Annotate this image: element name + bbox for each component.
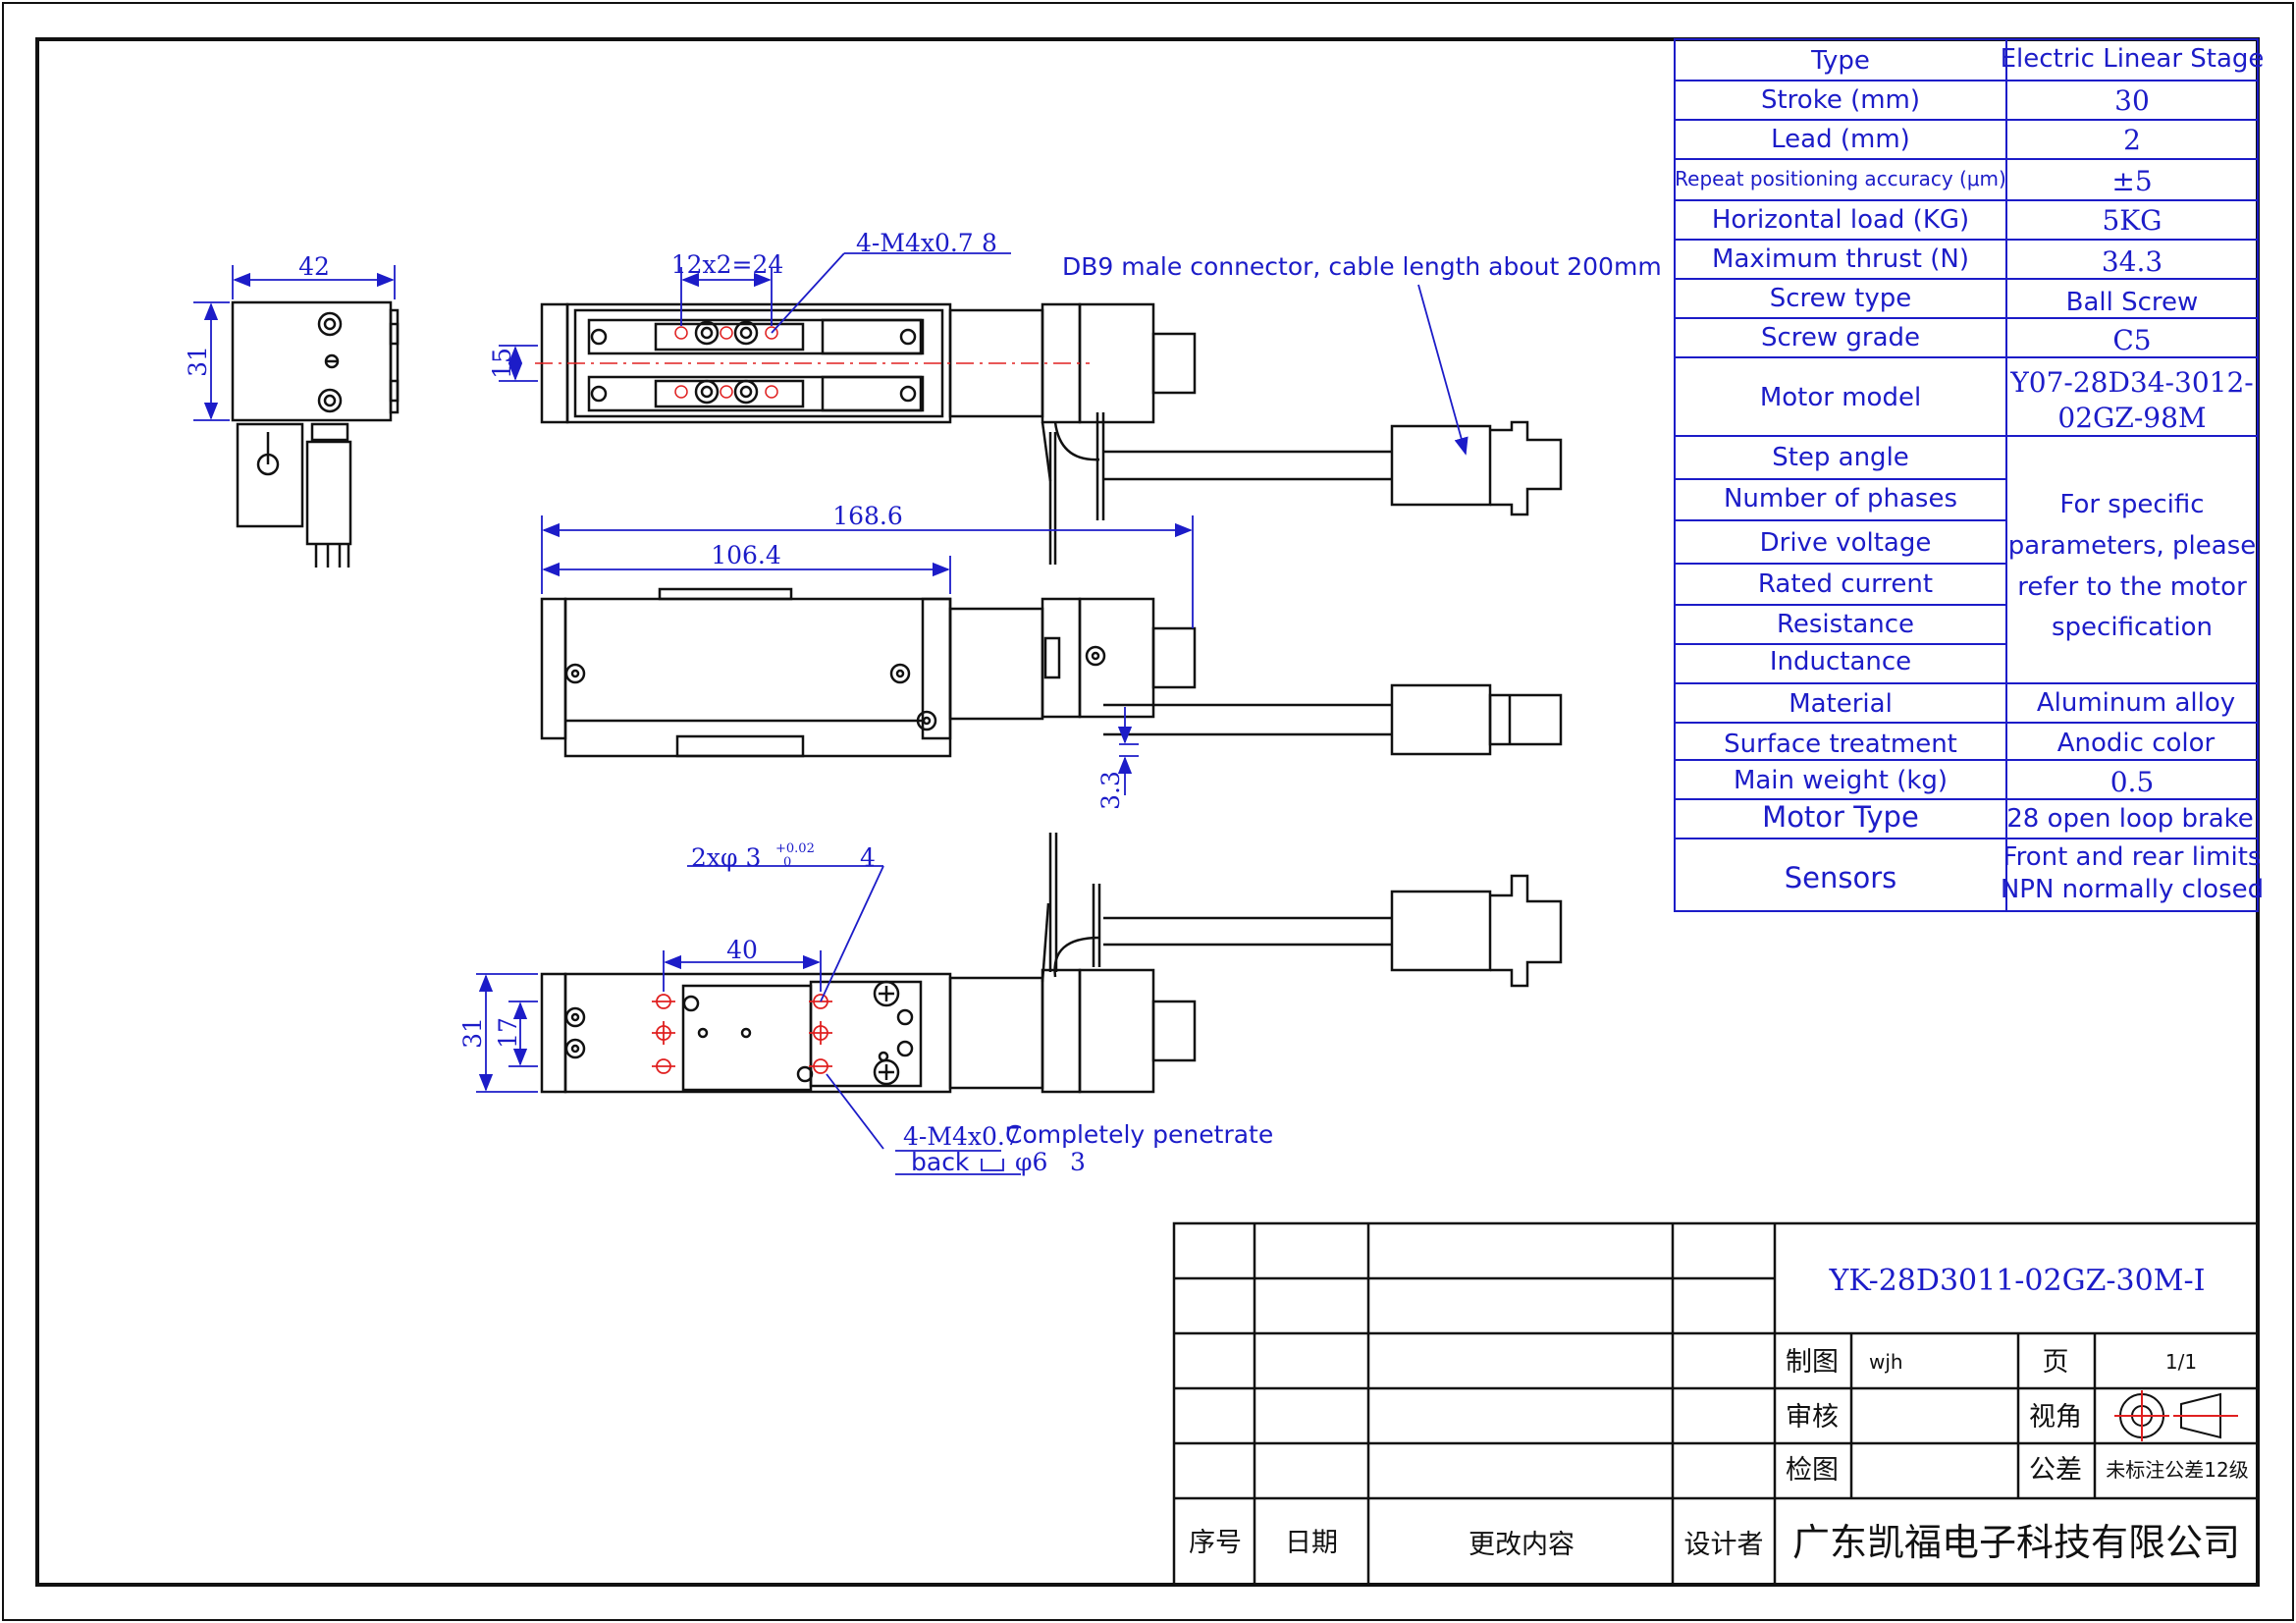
check-label: 检图 <box>1786 1455 1839 1486</box>
spec-label-inductance: Inductance <box>1770 647 1911 676</box>
bottom-view-dims <box>476 865 1021 1175</box>
spec-value-sensors-2: NPN normally closed <box>2001 875 2264 904</box>
title-block <box>1172 1221 2260 1587</box>
dim-top-slot: 12x2=24 <box>671 250 784 279</box>
drawing-number: YK-28D3011-02GZ-30M-I <box>1829 1264 2206 1298</box>
spec-value-weight: 0.5 <box>2110 766 2155 798</box>
dim-pin-tol-lower: 0 <box>783 855 791 870</box>
spec-value-sensors-1: Front and rear limits <box>2003 842 2262 872</box>
dim-pin-hole: 2xφ 3 <box>691 843 761 872</box>
spec-label-motor-type: Motor Type <box>1762 800 1919 834</box>
dim-hole-spacing: 40 <box>726 936 758 964</box>
spec-motor-note-3: refer to the motor <box>2017 572 2247 602</box>
end-view <box>231 300 400 568</box>
spec-table <box>1674 38 2259 912</box>
bottom-view <box>540 833 1563 1094</box>
designer-label: 设计者 <box>1684 1530 1764 1560</box>
spec-label-thrust: Maximum thrust (N) <box>1712 244 1969 274</box>
spec-label-lead: Lead (mm) <box>1771 125 1910 154</box>
dim-bottom-inner: 17 <box>494 1017 522 1049</box>
page-value: 1/1 <box>2165 1350 2197 1374</box>
top-view-dims <box>499 252 1468 456</box>
spec-label-step-angle: Step angle <box>1772 443 1909 472</box>
dim-bottom-thread-note: Completely penetrate <box>1005 1120 1273 1149</box>
spec-value-thrust: 34.3 <box>2102 245 2163 278</box>
spec-motor-note-4: specification <box>2052 613 2213 642</box>
tolerance-value: 未标注公差12级 <box>2106 1458 2248 1482</box>
dim-top-thread-depth: 8 <box>982 229 997 257</box>
spec-label-accuracy: Repeat positioning accuracy (μm) <box>1675 167 2006 190</box>
dim-bottom-back-depth: 3 <box>1070 1148 1086 1176</box>
drawn-by-value: wjh <box>1869 1350 1903 1374</box>
spec-label-current: Rated current <box>1758 569 1933 599</box>
top-view <box>540 302 1563 565</box>
view-label: 视角 <box>2029 1402 2082 1433</box>
front-view-dims <box>541 515 1194 795</box>
spec-label-motor-model: Motor model <box>1760 383 1921 412</box>
dim-side-width: 42 <box>298 252 330 281</box>
dim-top-height: 15 <box>488 348 516 379</box>
spec-label-stroke: Stroke (mm) <box>1761 85 1920 115</box>
top-view-red-holes <box>674 326 778 399</box>
spec-value-motor-type: 28 open loop brake <box>2006 804 2254 834</box>
dim-bottom-back-note: φ6 <box>1015 1148 1047 1176</box>
dim-top-thread: 4-M4x0.7 <box>856 229 974 257</box>
review-label: 审核 <box>1786 1402 1839 1433</box>
spec-value-lead: 2 <box>2123 124 2141 156</box>
drawn-by-label: 制图 <box>1786 1347 1839 1378</box>
dim-offset: 3.3 <box>1096 771 1125 810</box>
spec-label-surface: Surface treatment <box>1724 730 1957 759</box>
dim-body-length: 106.4 <box>711 541 781 569</box>
spec-label-resistance: Resistance <box>1777 610 1914 639</box>
spec-label-type: Type <box>1810 46 1870 76</box>
spec-value-surface: Anodic color <box>2057 729 2216 758</box>
spec-label-screw-type: Screw type <box>1770 284 1912 313</box>
company-name: 广东凯福电子科技有限公司 <box>1792 1521 2240 1564</box>
spec-label-load: Horizontal load (KG) <box>1712 205 1969 235</box>
dim-bottom-back-label: back <box>911 1148 970 1176</box>
col-date-label: 日期 <box>1285 1528 1338 1558</box>
spec-value-accuracy: ±5 <box>2111 165 2152 197</box>
tolerance-label: 公差 <box>2029 1455 2082 1486</box>
spec-label-sensors: Sensors <box>1785 861 1897 894</box>
spec-value-load: 5KG <box>2102 204 2162 237</box>
spec-label-phases: Number of phases <box>1724 484 1957 514</box>
spec-value-screw-type: Ball Screw <box>2066 288 2199 317</box>
spec-motor-note-2: parameters, please <box>2008 531 2257 561</box>
dim-side-height: 31 <box>184 346 212 377</box>
spec-label-screw-grade: Screw grade <box>1761 323 1920 352</box>
spec-value-type: Electric Linear Stage <box>2001 44 2265 74</box>
spec-table-text: Type Electric Linear Stage Stroke (mm) 3… <box>1675 44 2264 904</box>
spec-label-voltage: Drive voltage <box>1760 528 1932 558</box>
front-view <box>540 587 1563 758</box>
spec-label-weight: Main weight (kg) <box>1734 766 1948 795</box>
dim-bottom-thread: 4-M4x0.7 <box>903 1122 1021 1151</box>
spec-value-motor-model-2: 02GZ-98M <box>2057 402 2206 434</box>
spec-value-screw-grade: C5 <box>2112 324 2151 356</box>
dim-bottom-width: 31 <box>458 1017 487 1049</box>
projection-symbol-icon <box>2114 1390 2238 1441</box>
dim-pin-depth: 4 <box>860 843 876 872</box>
spec-value-material: Aluminum alloy <box>2037 688 2235 718</box>
spec-motor-note-1: For specific <box>2059 490 2204 519</box>
connector-note: DB9 male connector, cable length about 2… <box>1062 252 1662 281</box>
col-seq-label: 序号 <box>1189 1528 1242 1558</box>
dim-total-length: 168.6 <box>832 502 903 530</box>
spec-value-motor-model-1: Y07-28D34-3012- <box>2009 366 2253 399</box>
page-label: 页 <box>2043 1347 2069 1378</box>
spec-label-material: Material <box>1789 689 1893 719</box>
end-view-dims <box>193 265 396 421</box>
col-change-label: 更改内容 <box>1468 1530 1575 1560</box>
spec-value-stroke: 30 <box>2114 84 2150 117</box>
dim-pin-tol-upper: +0.02 <box>775 841 815 856</box>
